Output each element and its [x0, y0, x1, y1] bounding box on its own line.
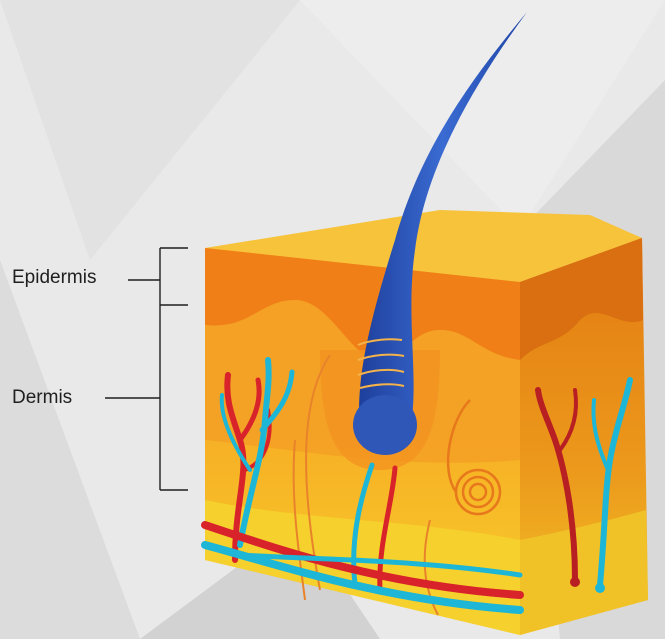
hair-bulb [353, 395, 417, 455]
layer-brackets [105, 248, 188, 490]
epidermis-label: Epidermis [12, 267, 96, 289]
dermis-label: Dermis [12, 387, 72, 409]
